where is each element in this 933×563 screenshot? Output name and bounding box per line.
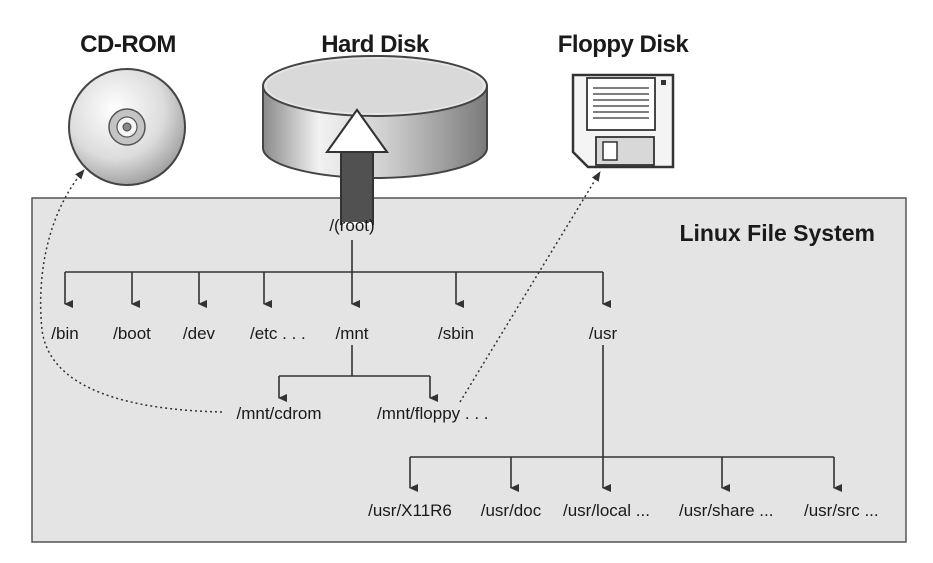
- panel-title: Linux File System: [679, 220, 875, 246]
- dir-boot: /boot: [113, 324, 151, 343]
- dir-bin: /bin: [51, 324, 78, 343]
- dir-usr-share: /usr/share ...: [679, 501, 773, 520]
- cdrom-title: CD-ROM: [80, 31, 176, 58]
- root-node: /(root): [329, 216, 374, 235]
- dir-usr-doc: /usr/doc: [481, 501, 542, 520]
- dir-usr: /usr: [589, 324, 618, 343]
- harddisk-title: Hard Disk: [321, 31, 430, 58]
- dir-usr-x11r6: /usr/X11R6: [368, 501, 452, 520]
- dir-usr-src: /usr/src ...: [804, 501, 879, 520]
- dir-usr-local: /usr/local ...: [563, 501, 650, 520]
- dir-dev: /dev: [183, 324, 216, 343]
- cd-disc-icon: [68, 68, 186, 186]
- dir-mnt-cdrom: /mnt/cdrom: [236, 404, 321, 423]
- dir-mnt: /mnt: [335, 324, 368, 343]
- hard-disk-cylinder-icon: [262, 55, 488, 179]
- tree-connectors: [64, 240, 842, 492]
- dir-mnt-floppy: /mnt/floppy . . .: [377, 404, 489, 423]
- dir-sbin: /sbin: [438, 324, 474, 343]
- cdrom-mount-link: [39, 169, 223, 413]
- floppy-title: Floppy Disk: [558, 31, 690, 58]
- file-system-panel: [31, 197, 907, 543]
- floppy-disk-icon: [571, 73, 675, 169]
- dir-etc: /etc . . .: [250, 324, 306, 343]
